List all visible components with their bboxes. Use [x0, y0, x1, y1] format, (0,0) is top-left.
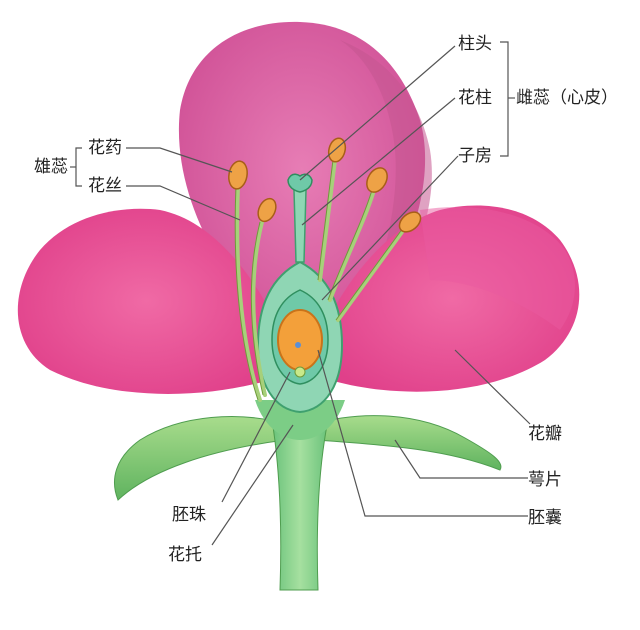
left-sepal [114, 416, 291, 501]
stigma-label: 柱头 [458, 34, 492, 54]
ovary-label: 子房 [458, 146, 492, 166]
right-petal-shade [420, 206, 576, 330]
petal-label: 花瓣 [528, 424, 562, 444]
stamen-label: 雄蕊 [34, 157, 68, 177]
sepal-label: 萼片 [528, 470, 562, 490]
left-petal [17, 208, 276, 394]
pistil-label: 雌蕊（心皮） [516, 88, 618, 108]
receptacle [255, 400, 345, 440]
embryo-sac-label: 胚囊 [528, 508, 562, 528]
right-sepal [309, 415, 502, 471]
filament-edges [234, 159, 404, 401]
anther-label: 花药 [88, 138, 122, 158]
embryo-sac-nucleus [295, 342, 301, 348]
style-label: 花柱 [458, 88, 492, 108]
style [293, 189, 307, 263]
back-petal-fold [340, 40, 432, 340]
receptacle-label: 花托 [168, 545, 202, 565]
stem [271, 419, 329, 591]
stigma [287, 173, 313, 193]
filaments [235, 158, 407, 402]
ovule-label: 胚珠 [172, 505, 206, 525]
leader-lines [70, 41, 531, 546]
ovule [277, 309, 323, 371]
ovule-funicle [294, 366, 306, 378]
filament-label: 花丝 [88, 176, 122, 196]
